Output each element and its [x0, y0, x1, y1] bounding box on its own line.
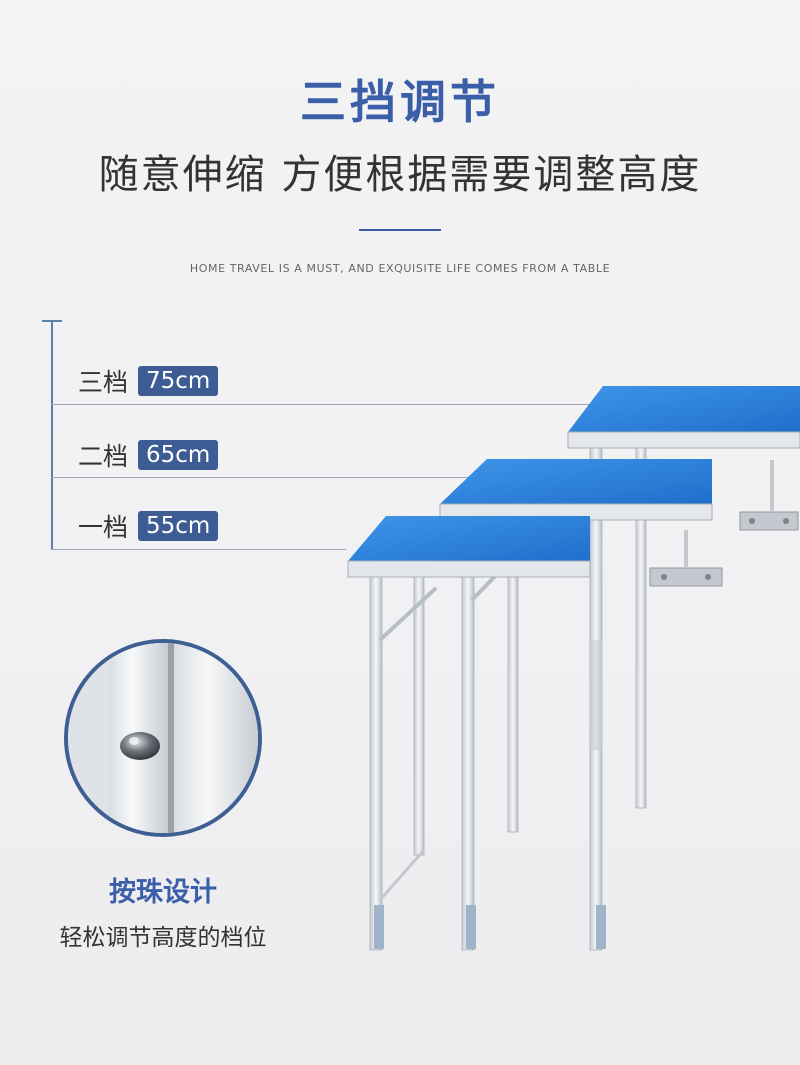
push-button-pin-icon — [68, 643, 258, 833]
table-55cm — [347, 516, 591, 951]
level-two-name: 二档 — [78, 442, 129, 471]
tagline: HOME TRAVEL IS A MUST, AND EXQUISITE LIF… — [189, 262, 611, 275]
level-one-height-badge: 55cm — [138, 511, 219, 541]
table-75cm — [567, 386, 800, 951]
table-65cm — [439, 459, 723, 951]
level-two: 二档 65cm — [78, 438, 219, 472]
feature-description: 轻松调节高度的档位 — [59, 925, 267, 951]
level-three-name: 三档 — [78, 368, 129, 397]
height-axis-cap — [42, 320, 62, 322]
level-three: 三档 75cm — [78, 364, 219, 398]
page-subtitle: 随意伸缩 方便根据需要调整高度 — [98, 152, 702, 198]
feature-title: 按珠设计 — [109, 877, 217, 908]
level-one: 一档 55cm — [78, 509, 219, 543]
page-title: 三挡调节 — [300, 75, 500, 129]
height-line-65 — [51, 477, 471, 478]
level-three-height-badge: 75cm — [138, 366, 219, 396]
level-one-name: 一档 — [78, 513, 129, 542]
title-divider — [359, 229, 441, 231]
height-line-55 — [51, 549, 346, 550]
level-two-height-badge: 65cm — [138, 440, 219, 470]
height-line-75 — [51, 404, 596, 405]
height-axis — [51, 321, 53, 549]
push-button-zoom-detail — [64, 639, 262, 837]
